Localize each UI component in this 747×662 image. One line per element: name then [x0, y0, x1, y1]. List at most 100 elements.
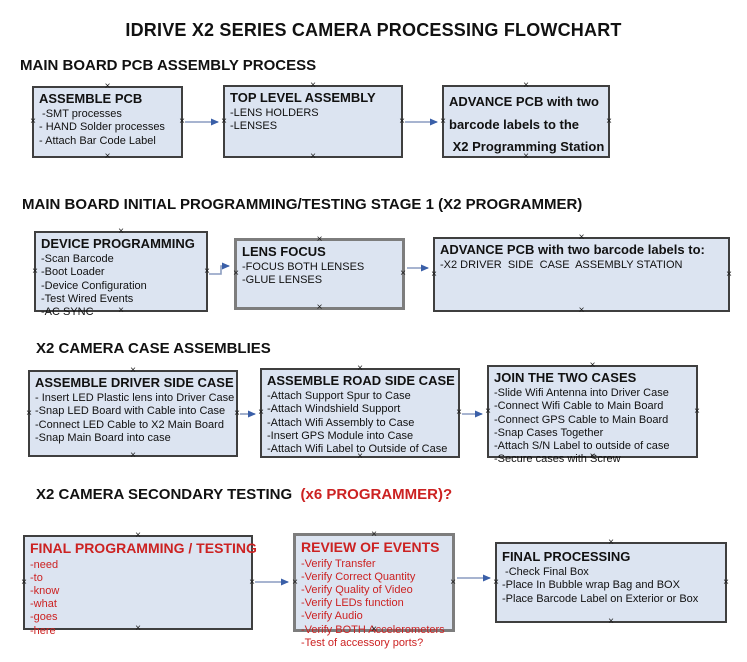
text-line: - Insert LED Plastic lens into Driver Ca… [35, 392, 235, 405]
connection-point-icon: × [485, 405, 491, 417]
connection-point-icon: × [234, 407, 240, 419]
connection-point-icon: × [694, 405, 700, 417]
text-line: -Place In Bubble wrap Bag and BOX [502, 579, 680, 592]
connection-point-icon: × [456, 407, 462, 418]
text-line: -Verify Audio [301, 610, 363, 623]
box-items: -SMT processes- HAND Solder processes- A… [39, 107, 177, 148]
connection-point-icon: × [21, 576, 27, 588]
box-title: TOP LEVEL ASSEMBLY [230, 90, 376, 105]
section-heading-pcb-assembly: MAIN BOARD PCB ASSEMBLY PROCESS [20, 57, 316, 74]
flowchart-box-final-programming-testing[interactable]: FINAL PROGRAMMING / TESTING -need-to-kno… [21, 531, 257, 637]
flowchart-box-review-of-events[interactable]: REVIEW OF EVENTS -Verify Transfer-Verify… [292, 530, 456, 649]
box-items: - Insert LED Plastic lens into Driver Ca… [35, 391, 235, 445]
connection-point-icon: × [431, 268, 437, 280]
text-line: -Test Wired Events [41, 292, 134, 305]
text-line: -here [30, 624, 56, 637]
connection-point-icon: × [130, 450, 136, 461]
box-title: FINAL PROCESSING [502, 549, 631, 564]
connection-point-icon: × [606, 115, 612, 127]
text-line: -Attach Wifi Label to Outside of Case [267, 443, 448, 456]
text-line: - HAND Solder processes [39, 121, 165, 134]
connection-point-icon: × [221, 115, 227, 127]
text-line: -Snap Main Board into case [35, 431, 171, 444]
text-line: -Slide Wifi Antenna into Driver Case [494, 387, 669, 400]
box-items: -Slide Wifi Antenna into Driver Case -Con… [494, 386, 692, 466]
text-line: -Scan Barcode [41, 253, 114, 266]
connection-point-icon: × [30, 116, 36, 127]
text-line: -AC SYNC [41, 306, 94, 319]
box-title: REVIEW OF EVENTS [301, 539, 440, 555]
connection-point-icon: × [608, 616, 614, 627]
text-line: -know [30, 584, 60, 597]
flowchart-box-assemble-road-side-case[interactable]: ASSEMBLE ROAD SIDE CASE -Attach Support … [258, 364, 462, 462]
text-line: -Place Barcode Label on Exterior or Box [502, 592, 699, 605]
text-line: barcode labels to the [449, 117, 580, 133]
flowchart-box-advance-pcb-programming-station[interactable]: ADVANCE PCB with two barcode labels to t… [440, 81, 612, 162]
box-items: -LENS HOLDERS-LENSES [230, 106, 397, 133]
text-line: -Device Configuration [41, 279, 147, 292]
connection-point-icon: × [723, 576, 729, 588]
text-line: -Boot Loader [41, 266, 105, 279]
section-heading-initial-programming: MAIN BOARD INITIAL PROGRAMMING/TESTING S… [22, 196, 582, 213]
flowchart-box-top-level-assembly[interactable]: TOP LEVEL ASSEMBLY -LENS HOLDERS-LENSES … [221, 81, 405, 162]
connection-point-icon: × [493, 576, 499, 588]
text-line: -Connect GPS Cable to Main Board [494, 413, 669, 426]
connection-point-icon: × [179, 116, 185, 127]
text-line: -Secure cases with Screw [494, 453, 621, 466]
connection-point-icon: × [233, 268, 239, 279]
text-line: X2 Programming Station [449, 139, 605, 155]
box-title: DEVICE PROGRAMMING [41, 236, 195, 251]
text-line: -Attach S/N Label to outside of case [494, 440, 670, 453]
text-line: -need [30, 558, 59, 571]
flowchart-box-final-processing[interactable]: FINAL PROCESSING -Check Final Box-Place … [493, 538, 729, 627]
box-items: -FOCUS BOTH LENSES-GLUE LENSES [242, 260, 398, 287]
text-line: -goes [30, 611, 58, 624]
page-title: IDRIVE X2 SERIES CAMERA PROCESSING FLOWC… [125, 20, 622, 40]
section-heading-secondary-testing: X2 CAMERA SECONDARY TESTING (x6 PROGRAMM… [36, 486, 452, 503]
text-line: -Attach Wifi Assembly to Case [267, 416, 415, 429]
box-title: JOIN THE TWO CASES [494, 370, 637, 385]
flowchart-box-lens-focus[interactable]: LENS FOCUS -FOCUS BOTH LENSES-GLUE LENSE… [233, 235, 406, 313]
flowchart-box-advance-pcb-driver-side[interactable]: ADVANCE PCB with two barcode labels to: … [431, 233, 732, 316]
connection-point-icon: × [204, 265, 210, 277]
connection-point-icon: × [608, 537, 614, 548]
flowchart-box-device-programming[interactable]: DEVICE PROGRAMMING -Scan Barcode-Boot Lo… [32, 227, 210, 319]
text-line: -LENS HOLDERS [230, 107, 319, 120]
text-line: -Verify Transfer [301, 557, 376, 570]
box-title: ADVANCE PCB with two [449, 94, 599, 109]
text-line: -X2 DRIVER SIDE CASE ASSEMBLY STATION [440, 259, 683, 272]
text-line: -Check Final Box [502, 566, 589, 579]
text-line: -SMT processes [39, 108, 122, 121]
flowchart-box-join-the-two-cases[interactable]: JOIN THE TWO CASES -Slide Wifi Antenna i… [485, 361, 700, 466]
box-items: -Verify Transfer-Verify Correct Quantity… [301, 557, 448, 650]
connector-arrow-3[interactable] [209, 262, 230, 275]
text-line: MAIN BOARD INITIAL PROGRAMMING/TESTING S… [22, 196, 583, 213]
text-line: X2 CAMERA SECONDARY TESTING [36, 486, 301, 503]
text-line: -FOCUS BOTH LENSES [242, 261, 365, 274]
box-title: FINAL PROGRAMMING / TESTING [30, 540, 257, 556]
box-title: ASSEMBLE PCB [39, 91, 143, 106]
box-items: -Attach Support Spur to Case-Attach Wind… [267, 389, 454, 456]
connection-point-icon: × [292, 576, 298, 588]
flowchart-box-assemble-pcb[interactable]: ASSEMBLE PCB -SMT processes- HAND Solder… [30, 82, 185, 162]
box-title: ADVANCE PCB with two barcode labels to: [440, 242, 705, 257]
box-items: -Scan Barcode-Boot Loader-Device Configu… [41, 252, 202, 319]
text-line: (x6 PROGRAMMER)? [300, 486, 453, 503]
text-line: -GLUE LENSES [242, 274, 323, 287]
connection-point-icon: × [440, 115, 446, 127]
text-line: -Attach Windshield Support [267, 403, 401, 416]
connection-point-icon: × [32, 265, 38, 277]
text-line: -Verify BOTH Accelerometers [301, 623, 445, 636]
text-line: -to [30, 571, 43, 584]
box-items: -Check Final Box-Place In Bubble wrap Ba… [502, 565, 721, 606]
text-line: -LENSES [230, 120, 278, 133]
text-line: - Attach Bar Code Label [39, 134, 156, 147]
box-items: barcode labels to the X2 Programming Sta… [449, 113, 604, 158]
box-items: -need-to-know-what-goes-here [30, 558, 247, 638]
connection-point-icon: × [399, 115, 405, 127]
connection-point-icon: × [316, 302, 323, 313]
connection-point-icon: × [726, 268, 732, 280]
flowchart-box-assemble-driver-side-case[interactable]: ASSEMBLE DRIVER SIDE CASE - Insert LED P… [26, 366, 240, 461]
